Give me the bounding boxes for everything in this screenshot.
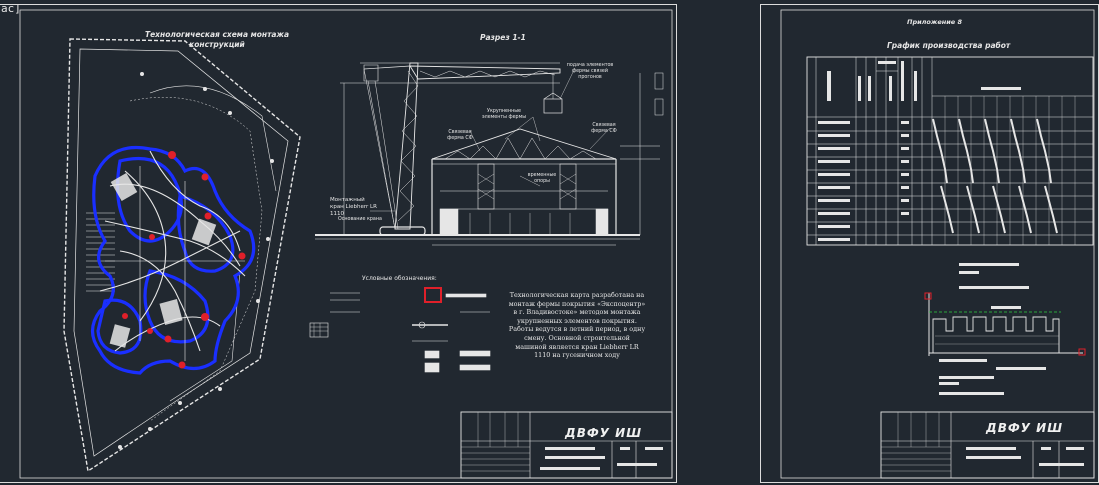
legend-title: Условные обозначения: (362, 275, 437, 282)
drawing-tab-label[interactable]: ac] (1, 2, 21, 15)
workforce-chart (924, 263, 1086, 395)
title-block-2 (880, 411, 1095, 479)
plan-title: Технологическая схема монтажа конструкци… (144, 30, 290, 49)
title-block-stamp-2: ДВФУ ИШ (986, 421, 1064, 435)
mounting-base-label: Основание крана (338, 217, 382, 222)
schedule-table-text-marks (818, 61, 1021, 241)
appendix-label: Приложение 8 (907, 18, 962, 26)
legend-graphics (309, 287, 491, 373)
drawing-sheet-2: Приложение 8 График производства работ Д… (760, 4, 1099, 483)
title-block-1 (460, 411, 673, 479)
truss-left-label: Связевая ферма СФ (447, 130, 473, 141)
section-1-1 (315, 62, 664, 246)
title-block-stamp-1: ДВФУ ИШ (565, 426, 643, 440)
temp-support-label: временные опоры (527, 173, 557, 184)
inner-frame (19, 9, 673, 479)
section-title: Разрез 1-1 (480, 33, 526, 42)
schedule-table (806, 56, 1094, 246)
parking-stripes (86, 212, 115, 292)
crane-name-label: Монтажный кран Liebherr LR 1110 (330, 197, 377, 217)
enlarged-elements-label: Укрупненные элементы фермы (482, 109, 526, 120)
schedule-title: График производства работ (887, 41, 1011, 50)
lifted-element-label: подача элементов фермы связей прогонов (566, 63, 614, 80)
drawing-sheet-1: Технологическая схема монтажа конструкци… (0, 4, 677, 483)
explanatory-note: Технологическая карта разработана на мон… (508, 291, 646, 360)
sheet-2-graphics (780, 9, 1095, 479)
sheet-1-graphics (19, 9, 673, 479)
schedule-bars (932, 118, 1058, 234)
building-complex (90, 145, 256, 375)
truss-right-label: Связевая ферма СФ (591, 123, 617, 134)
